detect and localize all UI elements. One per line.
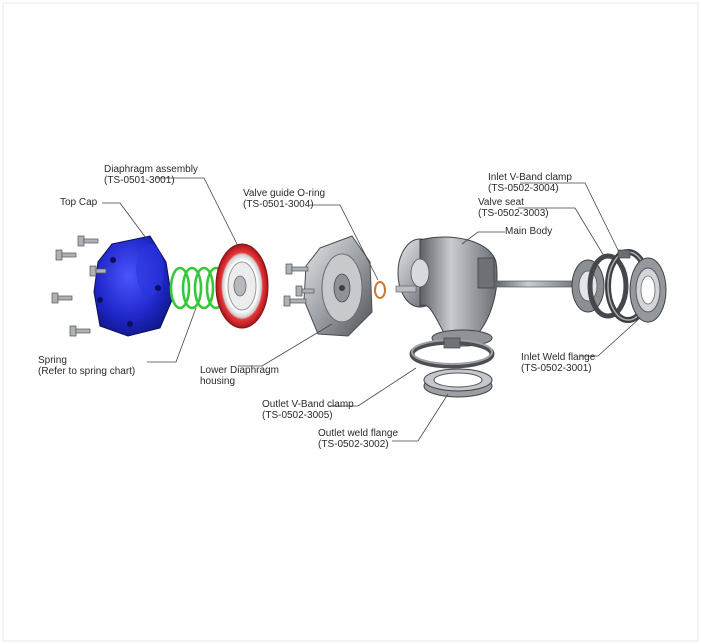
valve-guide-o-ring-part: (TS-0501-3004) bbox=[243, 199, 314, 210]
inlet-weld-flange-part: (TS-0502-3001) bbox=[521, 363, 592, 374]
outlet-v-band-clamp-name: Outlet V-Band clamp bbox=[262, 399, 354, 410]
inlet-weld-flange-name: Inlet Weld flange bbox=[521, 352, 596, 363]
diaphragm-assembly-part: (TS-0501-3001) bbox=[104, 175, 175, 186]
leader-lines bbox=[102, 177, 641, 442]
main-body bbox=[395, 236, 498, 347]
outlet-weld-flange-name: Outlet weld flange bbox=[318, 428, 399, 439]
label-inlet-weld-flange: Inlet Weld flange(TS-0502-3001) bbox=[521, 352, 595, 374]
lower-diaphragm-name2: housing bbox=[200, 376, 236, 387]
valve-seat-name: Valve seat bbox=[478, 197, 524, 208]
valve-seat-ring bbox=[587, 253, 629, 319]
top-cap-bolts bbox=[51, 235, 107, 337]
valve-stem bbox=[493, 277, 585, 291]
valve-guide-o-ring bbox=[374, 281, 386, 299]
inlet-v-band-clamp-name: Inlet V-Band clamp bbox=[488, 172, 572, 183]
outlet-v-band-clamp bbox=[409, 337, 495, 369]
label-main-body: Main Body bbox=[505, 226, 552, 237]
label-outlet-v-band-clamp: Outlet V-Band clamp(TS-0502-3005) bbox=[262, 399, 354, 421]
label-valve-guide-o-ring: Valve guide O-ring(TS-0501-3004) bbox=[243, 188, 325, 210]
label-valve-seat: Valve seat(TS-0502-3003) bbox=[478, 197, 549, 219]
lower-diaphragm-housing bbox=[303, 235, 373, 337]
label-diaphragm-assembly: Diaphragm assembly(TS-0501-3001) bbox=[104, 164, 198, 186]
lower-diaphragm-name: Lower Diaphragm bbox=[200, 365, 279, 376]
outlet-weld-flange-part: (TS-0502-3002) bbox=[318, 439, 389, 450]
outlet-v-band-clamp-part: (TS-0502-3005) bbox=[262, 410, 333, 421]
valve-seat-part: (TS-0502-3003) bbox=[478, 208, 549, 219]
label-inlet-v-band-clamp: Inlet V-Band clamp(TS-0502-3004) bbox=[488, 172, 572, 194]
top-cap bbox=[93, 235, 173, 337]
diaphragm-assembly bbox=[215, 243, 269, 329]
label-spring: Spring(Refer to spring chart) bbox=[38, 355, 135, 377]
inlet-weld-flange bbox=[629, 257, 667, 323]
top-cap-name: Top Cap bbox=[60, 197, 98, 208]
label-outlet-weld-flange: Outlet weld flange(TS-0502-3002) bbox=[318, 428, 398, 450]
label-top-cap: Top Cap bbox=[60, 197, 97, 208]
main-body-name: Main Body bbox=[505, 226, 553, 237]
spring-note: (Refer to spring chart) bbox=[38, 366, 136, 377]
valve-guide-o-ring-name: Valve guide O-ring bbox=[243, 188, 326, 199]
outlet-weld-flange bbox=[423, 368, 493, 398]
spring-name: Spring bbox=[38, 355, 67, 366]
housing-bolts bbox=[283, 263, 315, 307]
inlet-v-band-clamp-part: (TS-0502-3004) bbox=[488, 183, 559, 194]
diaphragm-assembly-name: Diaphragm assembly bbox=[104, 164, 198, 175]
